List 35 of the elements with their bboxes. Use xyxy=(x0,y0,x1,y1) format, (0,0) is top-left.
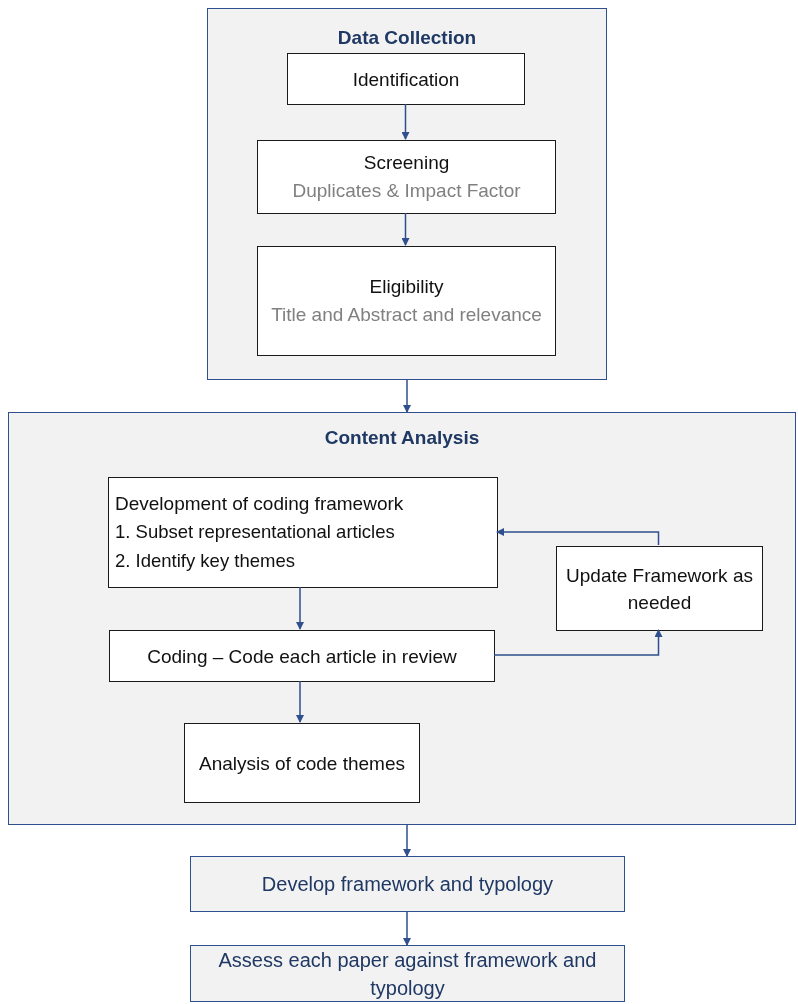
process-box xyxy=(287,53,525,105)
arrow xyxy=(403,379,411,413)
process-box xyxy=(108,477,498,588)
box-text: Develop framework and typology xyxy=(261,872,554,897)
box-text: Update Framework as needed xyxy=(565,563,754,615)
process-box xyxy=(556,546,763,631)
arrow xyxy=(496,528,660,546)
list-item: 1. Subset representational articles xyxy=(115,520,395,544)
arrow xyxy=(401,103,410,140)
group-box xyxy=(8,412,796,825)
box-subtext: Title and Abstract and relevance xyxy=(271,303,542,327)
process-box xyxy=(190,945,625,1002)
box-heading: Development of coding framework xyxy=(115,492,404,516)
arrow xyxy=(493,629,663,656)
box-text: Eligibility xyxy=(369,275,444,299)
arrow xyxy=(403,824,411,857)
group-box xyxy=(207,8,607,380)
process-box xyxy=(257,246,556,356)
list-item: 2. Identify key themes xyxy=(115,549,295,573)
process-box xyxy=(257,140,556,214)
box-text: Analysis of code themes xyxy=(199,751,405,776)
box-text: Coding – Code each article in review xyxy=(147,644,457,669)
arrow xyxy=(401,212,410,246)
box-text: Assess each paper against framework and typology xyxy=(217,947,598,1001)
group-title: Content Analysis xyxy=(324,427,480,449)
group-title: Data Collection xyxy=(337,27,477,49)
process-box xyxy=(184,723,420,803)
box-text: Identification xyxy=(352,67,460,92)
process-box xyxy=(109,630,495,682)
box-subtext: Duplicates & Impact Factor xyxy=(292,179,521,203)
box-text: Screening xyxy=(363,151,450,175)
process-box xyxy=(190,856,625,912)
arrow xyxy=(296,680,304,723)
arrow xyxy=(403,911,411,946)
arrow xyxy=(296,586,304,630)
